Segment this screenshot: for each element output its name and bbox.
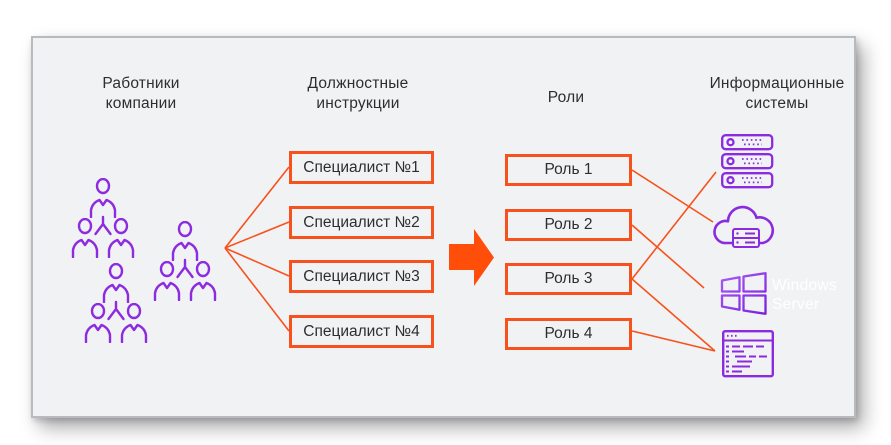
- specialist-label: Специалист №3: [303, 267, 420, 285]
- role-box-1: Роль 1: [505, 154, 632, 186]
- column-header-employees: Работники компании: [61, 74, 221, 114]
- specialist-box-1: Специалист №1: [289, 151, 434, 184]
- specialist-box-2: Специалист №2: [289, 206, 434, 239]
- specialist-box-4: Специалист №4: [289, 315, 434, 348]
- connector-line: [631, 171, 717, 280]
- cloud-hosting-icon: [713, 205, 775, 248]
- role-box-3: Роль 3: [505, 263, 632, 295]
- role-box-2: Роль 2: [505, 209, 632, 241]
- connector-line: [631, 169, 714, 223]
- specialist-label: Специалист №1: [303, 158, 420, 176]
- connector-line: [224, 247, 290, 332]
- connector-line: [631, 278, 716, 352]
- connector-line: [224, 166, 290, 249]
- role-label: Роль 1: [544, 161, 593, 178]
- header-line: компании: [105, 95, 177, 112]
- header-line: Должностные: [307, 75, 409, 92]
- role-box-4: Роль 4: [505, 318, 632, 350]
- role-label: Роль 4: [544, 325, 593, 342]
- caption-line: Windows: [772, 277, 837, 294]
- flow-arrow-icon: [449, 229, 494, 286]
- team-icon: [152, 221, 218, 301]
- role-label: Роль 2: [544, 216, 593, 233]
- header-line: инструкции: [316, 95, 400, 112]
- header-line: Информационные: [709, 75, 845, 92]
- server-rack-icon: [721, 134, 774, 189]
- header-line: Работники: [102, 75, 180, 92]
- column-header-instructions: Должностные инструкции: [273, 74, 443, 114]
- role-label: Роль 3: [544, 270, 593, 287]
- header-line: системы: [745, 95, 809, 112]
- windows-server-caption: Windows Server: [772, 276, 837, 314]
- code-window-icon: [722, 330, 774, 378]
- specialist-label: Специалист №2: [303, 213, 420, 231]
- header-line: Роли: [547, 89, 585, 106]
- connector-line: [224, 221, 290, 249]
- specialist-box-3: Специалист №3: [289, 260, 434, 293]
- team-icon: [70, 178, 136, 258]
- connector-lines: [224, 166, 717, 352]
- connector-line: [224, 247, 290, 277]
- specialist-label: Специалист №4: [303, 322, 420, 340]
- windows-server-icon: [720, 272, 767, 315]
- connector-line: [631, 224, 705, 289]
- diagram-card: Работники компании Должностные инструкци…: [31, 36, 856, 418]
- connector-line: [631, 330, 716, 352]
- column-header-roles: Роли: [486, 88, 646, 108]
- team-icon: [83, 263, 149, 343]
- caption-line: Server: [772, 296, 820, 313]
- column-header-systems: Информационные системы: [682, 74, 872, 114]
